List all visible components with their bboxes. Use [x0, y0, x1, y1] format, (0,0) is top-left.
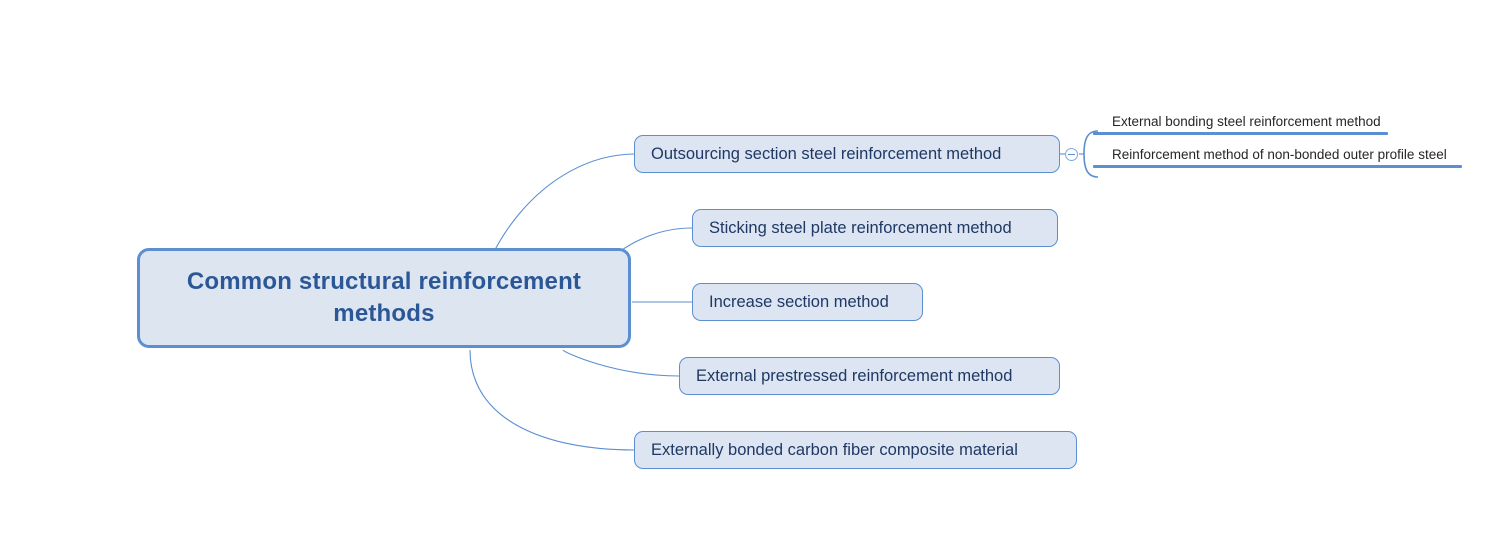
root-node[interactable]: Common structural reinforcement methods: [137, 248, 631, 348]
sub-node-non-bonded-outer-profile-steel[interactable]: Reinforcement method of non-bonded outer…: [1093, 146, 1462, 168]
branch-node-label: Sticking steel plate reinforcement metho…: [709, 218, 1012, 237]
sub-node-underline: [1093, 165, 1462, 168]
branch-node-label: Outsourcing section steel reinforcement …: [651, 144, 1002, 163]
branch-node-sticking-steel-plate[interactable]: Sticking steel plate reinforcement metho…: [692, 209, 1058, 247]
branch-node-label: Increase section method: [709, 292, 889, 311]
branch-node-label: External prestressed reinforcement metho…: [696, 366, 1013, 385]
branch-node-increase-section[interactable]: Increase section method: [692, 283, 923, 321]
sub-node-external-bonding-steel[interactable]: External bonding steel reinforcement met…: [1093, 113, 1388, 135]
root-node-label: Common structural reinforcement methods: [186, 268, 582, 327]
branch-node-label: Externally bonded carbon fiber composite…: [651, 440, 1018, 459]
branch-node-external-prestressed[interactable]: External prestressed reinforcement metho…: [679, 357, 1060, 395]
branch-node-externally-bonded-carbon-fiber[interactable]: Externally bonded carbon fiber composite…: [634, 431, 1077, 469]
sub-node-label: Reinforcement method of non-bonded outer…: [1112, 146, 1447, 162]
minus-icon: [1068, 153, 1075, 156]
collapse-toggle-icon[interactable]: [1065, 148, 1078, 161]
sub-node-underline: [1093, 132, 1388, 135]
sub-node-label: External bonding steel reinforcement met…: [1112, 113, 1381, 129]
branch-node-outsourcing-section-steel[interactable]: Outsourcing section steel reinforcement …: [634, 135, 1060, 173]
